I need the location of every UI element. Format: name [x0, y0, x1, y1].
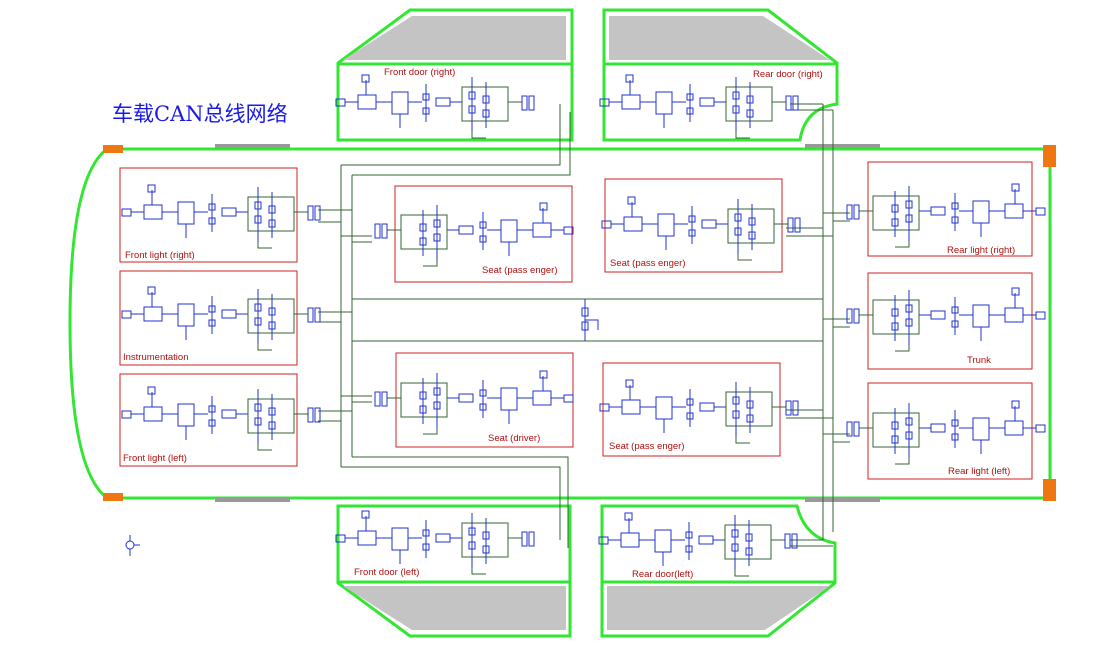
- module-label: Front light (right): [125, 250, 195, 261]
- module-label: Seat (driver): [488, 433, 540, 444]
- module-box: [602, 362, 781, 457]
- module-schematic: [846, 287, 1046, 352]
- module-label: Rear door(left): [632, 569, 693, 580]
- module-front-door-right: Front door (right): [335, 67, 535, 139]
- module-box: [867, 272, 1033, 370]
- module-label: Rear light (right): [947, 245, 1015, 256]
- module-box: [867, 382, 1033, 480]
- module-schematic: [599, 74, 799, 139]
- module-schematic: [846, 400, 1046, 465]
- module-rear-light-left: Rear light (left): [846, 382, 1046, 480]
- module-schematic: [374, 370, 574, 435]
- module-trunk: Trunk: [846, 272, 1046, 370]
- module-schematic: [601, 196, 801, 261]
- module-schematic: [121, 286, 321, 351]
- module-schematic: [335, 510, 535, 575]
- center-resistor: [581, 299, 599, 341]
- module-schematic: [335, 74, 535, 139]
- car-body-outline: [68, 144, 1056, 502]
- module-seat-passenger-rear-upper: Seat (pass enger): [601, 178, 801, 273]
- module-seat-driver: Seat (driver): [374, 352, 574, 448]
- module-schematic: [598, 512, 798, 577]
- module-rear-door-right: Rear door (right): [599, 69, 823, 139]
- module-label: Front door (right): [384, 67, 455, 78]
- module-front-light-left: Front light (left): [119, 373, 321, 467]
- module-schematic: [121, 386, 321, 451]
- module-box: [119, 373, 298, 467]
- module-rear-light-right: Rear light (right): [846, 161, 1046, 257]
- module-label: Rear door (right): [753, 69, 823, 80]
- module-front-door-left: Front door (left): [335, 510, 535, 578]
- connector-front-bottom: [103, 493, 123, 501]
- module-label: Trunk: [967, 355, 991, 366]
- module-label: Instrumentation: [123, 352, 188, 363]
- doors: [336, 8, 839, 638]
- module-rear-door-left: Rear door(left): [598, 512, 798, 580]
- module-label: Seat (pass enger): [609, 441, 685, 452]
- can-bus-wires: [318, 103, 850, 548]
- module-label: Front door (left): [354, 567, 419, 578]
- module-instrumentation: Instrumentation: [119, 270, 321, 366]
- module-box: [604, 178, 783, 273]
- ecu-modules: Front light (right)InstrumentationFront …: [119, 67, 1046, 580]
- module-front-light-right: Front light (right): [119, 167, 321, 263]
- module-box: [119, 167, 298, 263]
- module-label: Rear light (left): [948, 466, 1010, 477]
- module-seat-passenger-rear-lower: Seat (pass enger): [599, 362, 799, 457]
- module-label: Front light (left): [123, 453, 187, 464]
- module-schematic: [374, 202, 574, 267]
- module-box: [867, 161, 1033, 257]
- ground-symbol: [125, 535, 140, 556]
- connector-front-top: [103, 145, 123, 153]
- module-label: Seat (pass enger): [610, 258, 686, 269]
- module-box: [119, 270, 298, 366]
- module-schematic: [599, 379, 799, 444]
- module-schematic: [846, 183, 1046, 248]
- module-schematic: [121, 184, 321, 249]
- module-seat-passenger-front: Seat (pass enger): [374, 185, 574, 283]
- connector-rear-top: [1043, 145, 1056, 167]
- connector-rear-bottom: [1043, 479, 1056, 501]
- module-label: Seat (pass enger): [482, 265, 558, 276]
- diagram-title: 车载CAN总线网络: [112, 102, 288, 126]
